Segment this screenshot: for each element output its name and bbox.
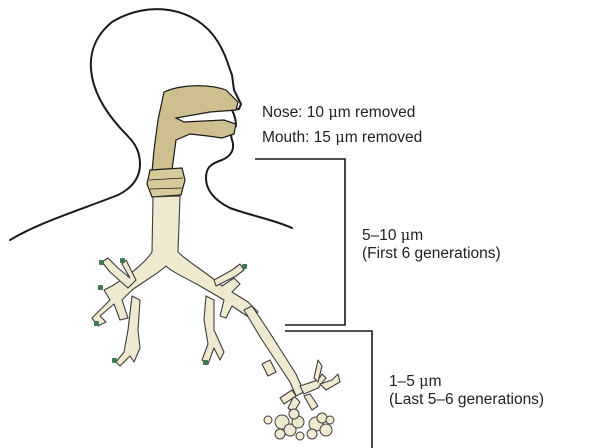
lower-range-prefix: 1–5	[389, 373, 419, 390]
lower-note-label: (Last 5–6 generations)	[389, 390, 544, 409]
nose-label-suffix: m removed	[338, 104, 416, 121]
mouth-label-suffix: m removed	[345, 129, 423, 146]
nose-label: Nose: 10 μm removed	[262, 103, 415, 123]
head-silhouette	[10, 9, 292, 240]
larynx	[147, 168, 185, 197]
nose-label-prefix: Nose: 10	[262, 104, 328, 121]
mouth-label-prefix: Mouth: 15	[262, 129, 335, 146]
upper-note-label: (First 6 generations)	[362, 244, 501, 263]
trachea	[92, 196, 258, 326]
mouth-label-mu: μ	[335, 130, 344, 146]
upper-range-suffix: m	[410, 227, 423, 244]
upper-range-label: 5–10 μm	[362, 226, 423, 246]
mouth-label: Mouth: 15 μm removed	[262, 128, 422, 148]
alveolus	[326, 416, 334, 424]
lower-range-suffix: m	[429, 373, 442, 390]
alveolus	[317, 413, 327, 423]
alveolus	[275, 429, 285, 439]
alveoli	[264, 409, 334, 440]
small-bronchiole-branch-6	[304, 394, 318, 410]
alveolus	[296, 432, 304, 440]
alveolus	[264, 416, 272, 424]
lower-range-label: 1–5 μm	[389, 372, 442, 392]
alveolus	[307, 429, 317, 439]
upper-bracket	[255, 159, 345, 325]
lower-range-mu: μ	[419, 374, 428, 390]
right-bronchi-mid	[202, 296, 224, 364]
bronchiole-path	[244, 306, 304, 396]
alveolus	[289, 409, 299, 419]
bronchiole-tip	[112, 358, 117, 363]
bronchiole-tip	[99, 260, 104, 265]
bronchiole-tip	[120, 258, 125, 263]
upper-range-mu: μ	[401, 228, 410, 244]
bronchiole-tip	[98, 285, 103, 290]
nose-label-mu: μ	[328, 105, 337, 121]
small-bronchiole-branch-1	[262, 360, 276, 376]
alveolus	[320, 424, 332, 436]
bronchiole-tip	[203, 360, 208, 365]
bronchial-tree	[92, 196, 340, 412]
bronchiole-tip	[94, 321, 99, 326]
bronchiole-tip	[242, 264, 247, 269]
upper-range-prefix: 5–10	[362, 227, 401, 244]
